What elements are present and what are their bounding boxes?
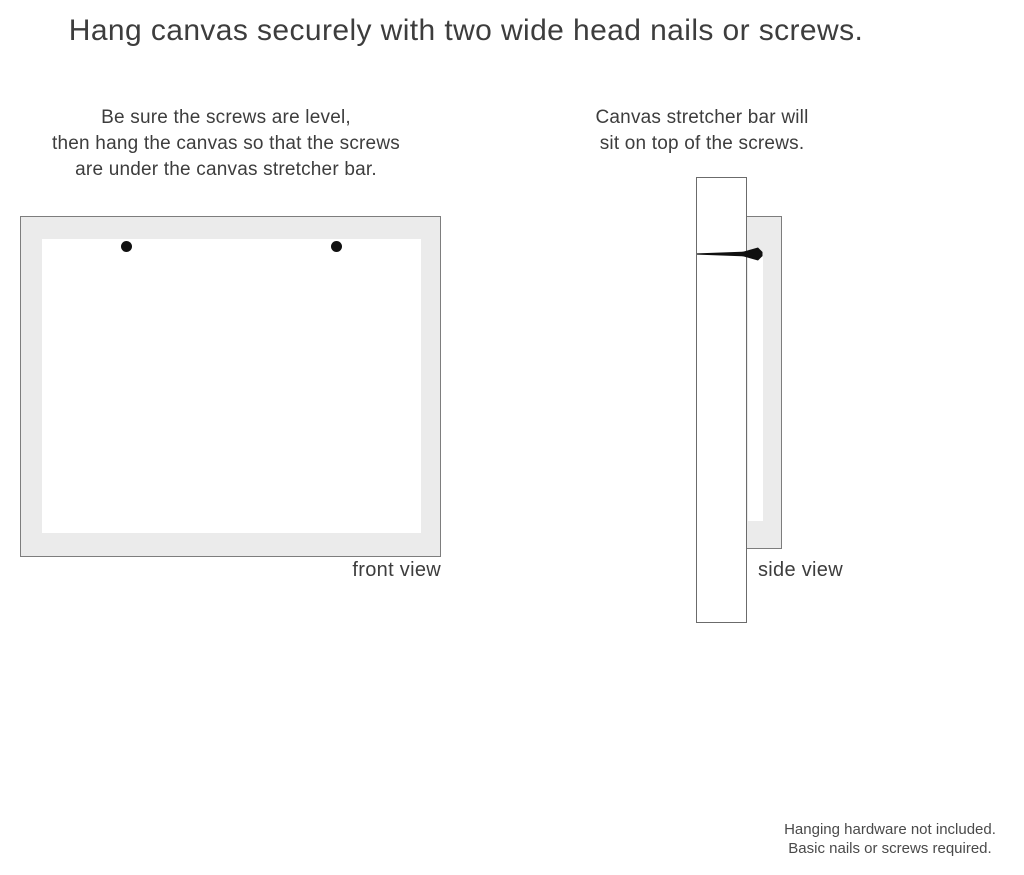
side-view-canvas — [745, 216, 782, 549]
side-view-instruction: Canvas stretcher bar will sit on top of … — [562, 105, 842, 157]
side-view-canvas-inner — [748, 257, 763, 521]
wall-stretcher-bar — [696, 177, 747, 623]
front-view-instruction-line: are under the canvas stretcher bar. — [75, 159, 377, 180]
nail-icon — [697, 247, 763, 261]
side-view-label: side view — [758, 559, 843, 581]
front-view-instruction-line: Be sure the screws are level, — [101, 107, 351, 128]
hardware-note-line: Basic nails or screws required. — [788, 840, 992, 857]
side-view-instruction-line: sit on top of the screws. — [599, 133, 805, 154]
front-view-label: front view — [352, 559, 441, 581]
front-view-instruction: Be sure the screws are level, then hang … — [25, 105, 427, 183]
page-title: Hang canvas securely with two wide head … — [68, 14, 864, 47]
front-view-canvas-inner — [42, 239, 421, 533]
screw-head-left-icon — [121, 241, 132, 252]
front-view-canvas — [20, 216, 441, 557]
hardware-note-line: Hanging hardware not included. — [784, 821, 996, 838]
screw-head-right-icon — [331, 241, 342, 252]
hardware-note: Hanging hardware not included. Basic nai… — [770, 820, 1010, 858]
side-view-instruction-line: Canvas stretcher bar will — [595, 107, 809, 128]
front-view-instruction-line: then hang the canvas so that the screws — [52, 133, 400, 154]
